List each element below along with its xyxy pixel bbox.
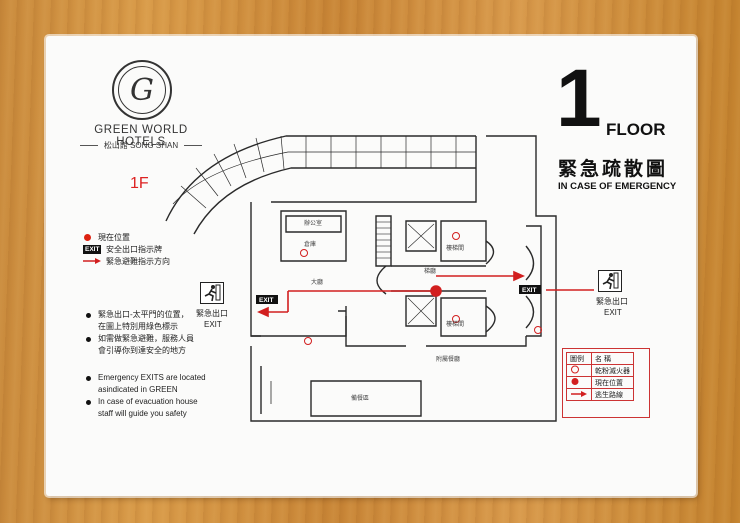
extinguisher-icon: [300, 249, 308, 257]
extinguisher-icon: [534, 326, 542, 334]
plan-exit-tag-label: EXIT: [259, 297, 273, 304]
note-en-2-line-1: In case of evacuation house: [98, 397, 198, 406]
left-exit-cn: 緊急出口: [196, 309, 228, 318]
branch-divider-right: [184, 145, 202, 146]
right-exit-cn: 緊急出口: [596, 297, 628, 306]
extinguisher-icon: [304, 337, 312, 345]
note-en-2-line-2: staff will guide you safety: [98, 409, 187, 418]
office-room: [280, 210, 347, 262]
note-bullet: [86, 376, 91, 381]
legend-header-symbol: 圖例: [566, 352, 592, 365]
extinguisher-icon: [452, 232, 460, 240]
storage-room: [285, 215, 342, 233]
room-label-dining: 附屬餐廳: [436, 355, 460, 363]
title-chinese: 緊急疏散圖: [558, 159, 669, 180]
note-cn-1-line-2: 在圖上特別用綠色標示: [98, 322, 178, 331]
door-swing: [485, 305, 496, 333]
evacuation-sign: G GREEN WORLD HOTELS 松山館 SONG SHAN 1F 1 …: [46, 36, 696, 496]
door-swing: [376, 265, 387, 295]
note-bullet: [86, 313, 91, 318]
legend-table-header: 圖例 名 稱: [566, 352, 634, 365]
hotel-logo: G: [112, 60, 172, 120]
wall: [426, 336, 527, 347]
plan-exit-tag: [519, 285, 541, 294]
left-exit-running-man-icon: [200, 282, 224, 304]
note-bullet: [86, 400, 91, 405]
floor-word: FLOOR: [606, 120, 666, 139]
plan-exit-tag: [256, 295, 278, 304]
current-location-marker: [430, 285, 442, 297]
room-label-toilet-a: 樓梯間: [446, 244, 464, 252]
note-cn-2-line-1: 如需做緊急避難，服務人員: [98, 334, 194, 343]
floor-number: 1: [556, 53, 602, 144]
branch-divider-left: [80, 145, 98, 146]
extinguisher-icon: [566, 364, 592, 377]
room-label-lobby: 大廳: [311, 278, 323, 286]
table-row: 現在位置: [566, 376, 634, 389]
wall: [250, 135, 557, 422]
hotel-name: GREEN WORLD HOTELS: [94, 124, 188, 148]
room-label-office: 辦公室: [304, 219, 322, 227]
note-en-1-line-2: asindicated in GREEN: [98, 385, 178, 394]
extinguisher-icon: [452, 315, 460, 323]
wall: [271, 136, 477, 203]
route-arrow-right: [513, 270, 525, 282]
wall: [250, 202, 261, 337]
left-exit-en: EXIT: [204, 320, 222, 329]
door-swing: [485, 240, 495, 265]
note-cn-1-line-1: 緊急出口-太平門的位置，: [98, 310, 189, 319]
legend-row-name: 乾粉滅火器: [591, 364, 634, 377]
title-english: IN CASE OF EMERGENCY: [558, 181, 677, 192]
current-location-dot-icon: [84, 234, 91, 241]
legend-table: 圖例 名 稱 乾粉滅火器 現在位置 逃生路線: [566, 352, 634, 401]
note-en-1-line-1: Emergency EXITS are located: [98, 373, 206, 382]
red-arrow-icon: [566, 388, 592, 401]
current-location-dot-icon: [566, 376, 592, 389]
elevator-lower: [405, 295, 437, 327]
right-exit-en: EXIT: [604, 308, 622, 317]
legend-header-name: 名 稱: [591, 352, 634, 365]
floor-tag: 1F: [130, 175, 149, 192]
table-row: 乾粉滅火器: [566, 364, 634, 377]
red-arrow-icon: [83, 258, 101, 264]
note-bullet: [86, 337, 91, 342]
canopy-grid: [172, 135, 476, 209]
legend-row-name: 逃生路線: [591, 388, 634, 401]
toilet-upper: [440, 220, 487, 262]
canopy-inner-curve: [193, 167, 476, 235]
canopy-outer-curve: [165, 135, 476, 222]
kitchen-room: [310, 380, 422, 417]
toilet-lower: [440, 297, 487, 337]
legend-evac-direction: 緊急避難指示方向: [106, 257, 170, 266]
legend-current-location: 現在位置: [98, 233, 130, 242]
legend-exit-sign: 安全出口指示牌: [106, 245, 162, 254]
legend-row-name: 現在位置: [591, 376, 634, 389]
room-label-kitchen: 備餐區: [351, 394, 369, 402]
right-exit-running-man-icon: [598, 270, 622, 292]
wall: [251, 316, 347, 337]
branch-name: 松山館 SONG SHAN: [103, 141, 179, 150]
floor-plan: EXIT EXIT 大廳 梯廳 辦公室 倉庫 附屬餐廳 備餐區 樓梯間 樓梯間: [165, 135, 594, 422]
route-arrow-left: [257, 306, 269, 318]
table-row: 逃生路線: [566, 388, 634, 401]
elevator-upper: [405, 220, 437, 252]
note-cn-2-line-2: 會引導你到達安全的地方: [98, 346, 186, 355]
stairs: [375, 215, 392, 267]
wall: [345, 336, 406, 347]
entrance-vestibule: [526, 225, 542, 337]
room-label-stair-hall: 梯廳: [424, 267, 436, 275]
plan-exit-tag-label: EXIT: [522, 287, 536, 294]
legend-table-frame: [562, 348, 650, 418]
room-label-storage: 倉庫: [304, 240, 316, 248]
exit-tag-icon: EXIT: [83, 245, 102, 254]
room-label-toilet-b: 樓梯間: [446, 320, 464, 328]
